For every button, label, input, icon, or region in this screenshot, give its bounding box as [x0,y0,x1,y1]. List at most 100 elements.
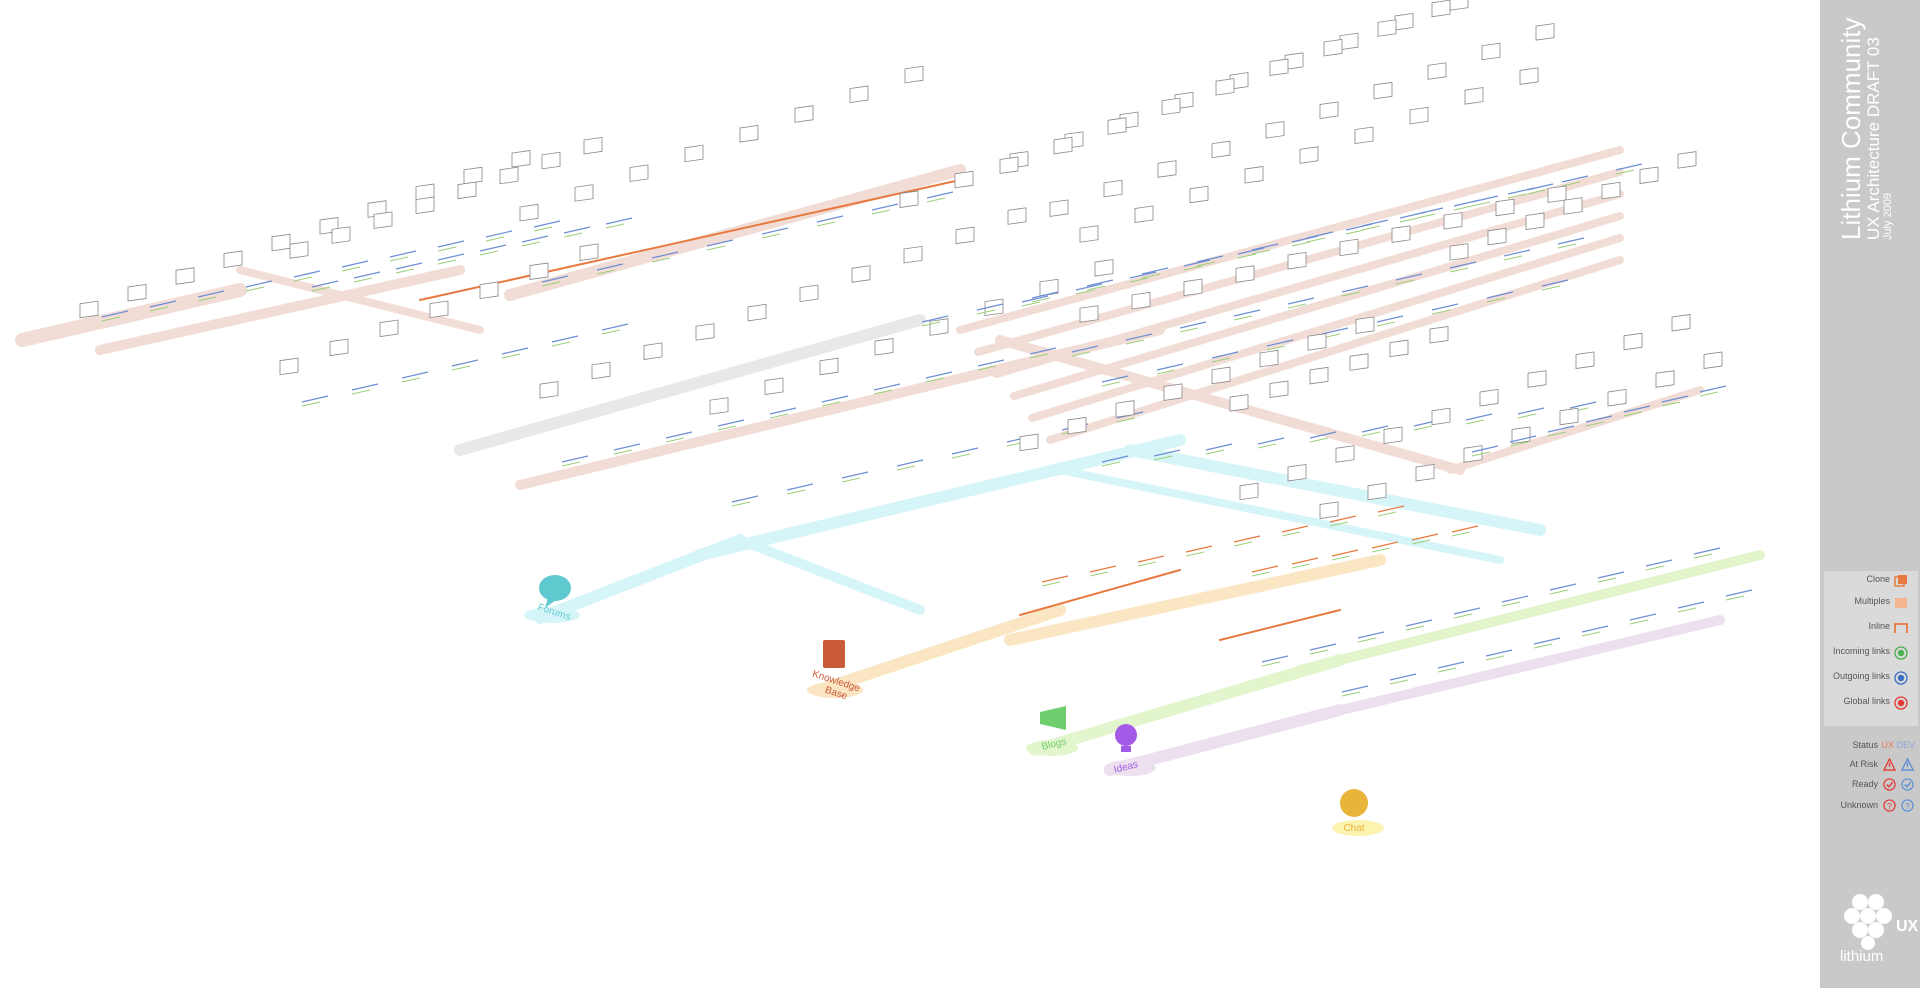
node-14-4-page [1511,426,1531,444]
node-13-2-meta-line [1357,637,1377,643]
map-subtitle: UX Architecture DRAFT 03 [1864,37,1884,240]
node-7-0-meta-line [1021,301,1041,307]
node-15-6-page [1677,151,1697,169]
track-ideas-a [1104,704,1346,776]
node-2-0-label-line [541,275,569,283]
track-grid-2 [992,190,1624,378]
node-13-7-label-line [1597,571,1625,579]
node-0-8-page [463,166,483,185]
node-1-3-meta-line [437,259,457,265]
track-forums-d [735,535,925,615]
node-8-9-page [1535,23,1555,41]
node-5-0-meta-line [731,501,751,507]
node-13-2-label-line [1357,631,1385,639]
node-8-2-meta-line [1179,327,1199,333]
node-4-5-label-line [821,395,849,403]
node-10-9-label-line [1569,401,1597,409]
node-5-0-label-line [731,495,759,503]
inline-orange-kb2 [1219,609,1341,641]
node-15-3-page [1563,197,1583,215]
track-pink-right [1446,386,1704,474]
node-14-1-label-line [1389,673,1417,681]
node-15-2-page [1525,212,1545,230]
track-pink-b [95,265,465,355]
node-2-6-page [849,85,869,103]
track-kb-a [814,604,1066,696]
node-4-5-meta-line [821,401,841,407]
node-7-2-label-line [1129,271,1157,279]
node-7-5-page [1269,58,1289,76]
node-10-6-page [1391,225,1411,243]
node-9-1-label-line [1156,363,1184,371]
node-14-2-page [1415,464,1435,482]
node-0-0-meta-line [101,316,121,322]
node-12-2-page [1309,366,1329,385]
node-12-2-meta-line [1331,555,1351,561]
node-13-4-label-line [1453,607,1481,615]
legend-clone: Clone [1824,571,1918,591]
node-15-1-page [1487,227,1507,246]
node-13-0-meta-line [1261,661,1281,667]
node-12-1-page [1269,380,1289,398]
node-0-6-label-line [389,250,417,258]
node-11-0-meta-line [1041,581,1061,587]
node-7-3-label-line [1183,259,1211,267]
node-10-3-meta-line [1257,443,1277,449]
node-11-7-meta-line [1377,511,1397,517]
node-14-5-meta-line [1581,631,1601,637]
node-14-5-page [1559,407,1579,426]
node-9-2-meta-line [1211,357,1231,363]
node-8-5-page [1319,101,1339,119]
node-7-5-label-line [1291,235,1319,243]
node-3-2-meta-line [401,377,421,383]
node-15-0-label-line [1471,445,1499,453]
node-2-2-label-line [651,251,679,259]
node-8-4-page [1265,121,1285,139]
node-3-3-page [429,300,449,319]
node-14-2-meta-line [1437,667,1457,673]
node-11-0-page [1019,433,1039,452]
node-3-1-meta-line [351,389,371,395]
node-8-3-meta-line [1233,315,1253,321]
node-4-6-meta-line [873,389,893,395]
node-4-3-meta-line [717,425,737,431]
node-13-4-meta-line [1453,613,1473,619]
track-pink-c [236,266,484,334]
node-12-2-label-line [1331,549,1359,557]
node-6-7-meta-line [1306,237,1326,243]
node-3-3-label-line [451,359,479,367]
node-10-2-label-line [1205,443,1233,451]
node-14-1-meta-line [1389,679,1409,685]
status-key: Status UX DEV At Risk Ready Unknown ? ? [1824,738,1918,818]
node-15-0-page [1449,243,1469,261]
node-5-7-page [1094,259,1114,277]
node-1-7-page [583,136,603,155]
node-3-0-meta-line [301,401,321,407]
lithium-logo-icon [1844,894,1892,950]
node-7-4-page [1215,78,1235,96]
node-8-8-meta-line [1503,255,1523,261]
node-13-7-page [1575,351,1595,369]
node-8-3-page [1211,140,1231,159]
track-pink-a [15,283,247,347]
node-9-6-meta-line [1431,309,1451,315]
node-8-1-label-line [1125,333,1153,341]
node-7-0-label-line [1021,295,1049,303]
node-9-0-meta-line [1101,381,1121,387]
node-8-1-meta-line [1125,339,1145,345]
node-3-5-label-line [551,335,579,343]
track-grid-0 [956,146,1624,334]
node-6-6-meta-line [1251,249,1271,255]
node-11-6-page [1307,333,1327,351]
node-14-6-meta-line [1629,619,1649,625]
node-2-5-meta-line [816,221,836,227]
node-1-6-page [541,151,561,170]
ready-ux-icon [1883,778,1896,791]
node-9-2-page [1189,185,1209,204]
status-ux-label: UX [1881,740,1894,750]
node-15-1-label-line [1509,435,1537,443]
node-14-4-label-line [1533,637,1561,645]
node-12-4-label-line [1411,533,1439,541]
node-11-0-label-line [1041,575,1069,583]
node-4-7-label-line [925,371,953,379]
